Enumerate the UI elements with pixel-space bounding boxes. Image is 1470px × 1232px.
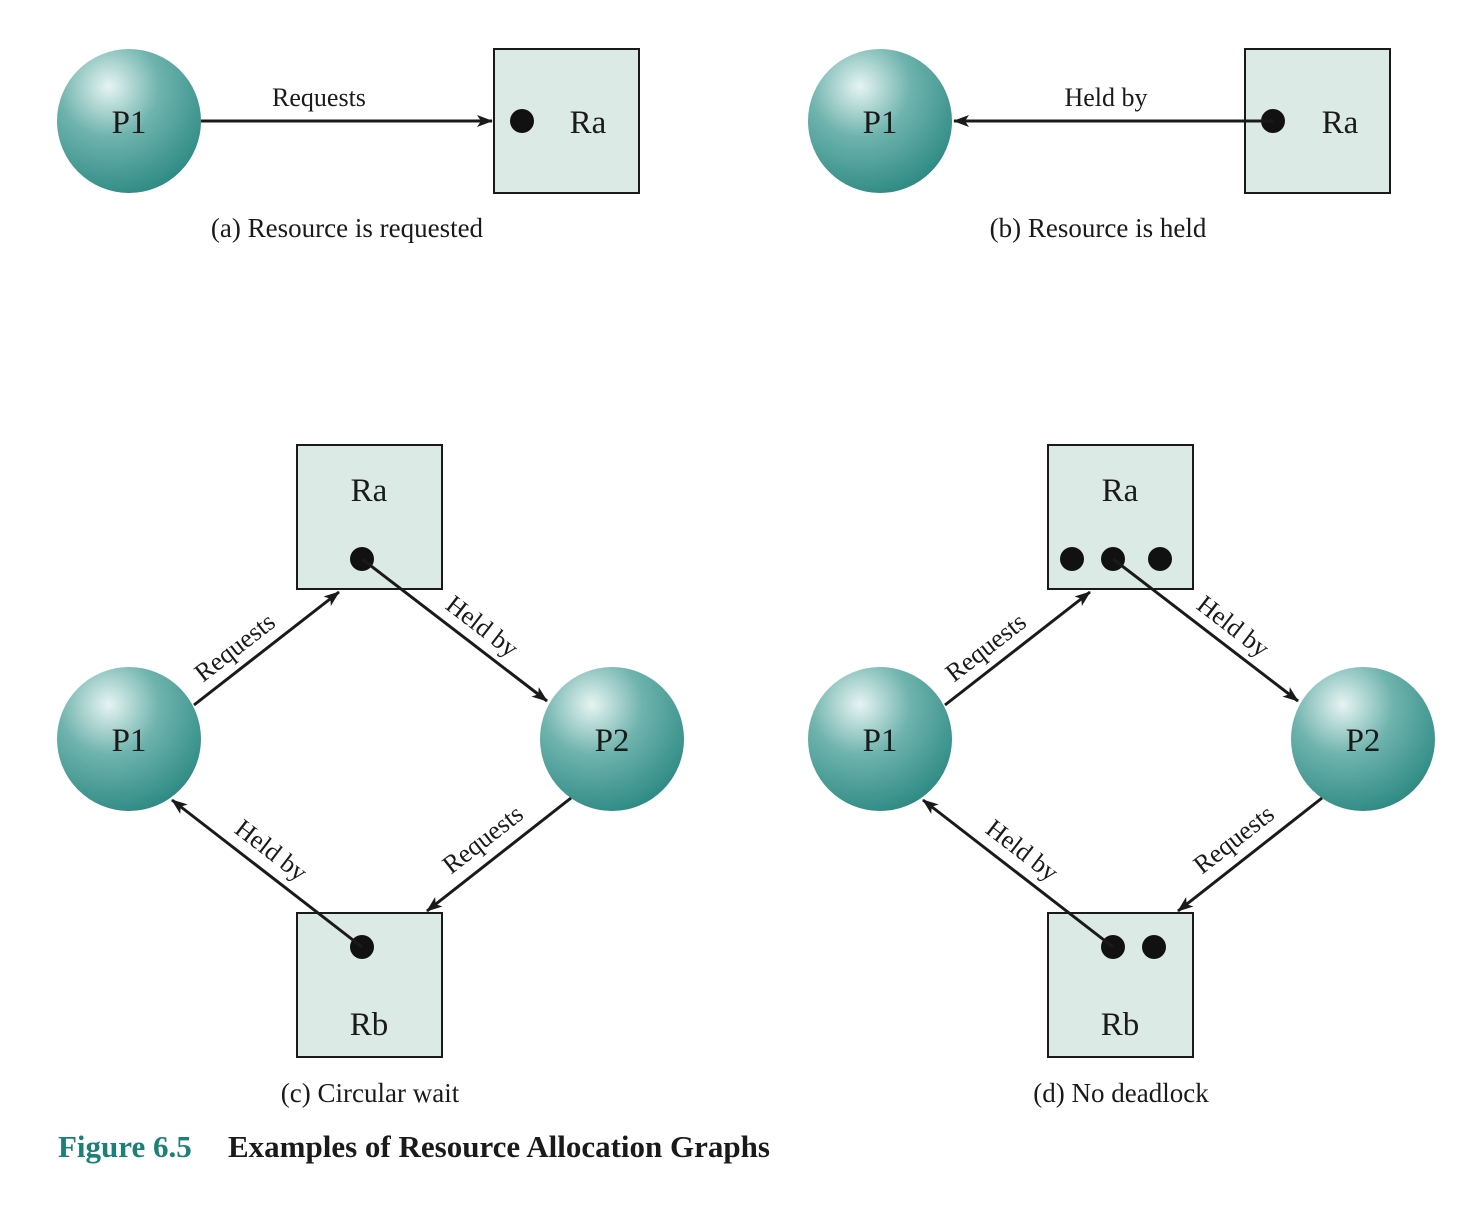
resource-node-rb — [1047, 912, 1194, 1058]
process-node-p1 — [808, 667, 952, 811]
panel-c: Ra Rb P1 P2 Requests Held by Requests He… — [57, 444, 684, 1108]
resource-label-ra: Ra — [1102, 473, 1139, 509]
resource-instance-dot — [1060, 547, 1084, 571]
panel-d: Ra Rb P1 P2 Requests Held by Requests He… — [808, 444, 1435, 1108]
request-edge-p1-ra — [193, 590, 340, 707]
panel-b: P1 Ra Held by (b) Resource is held — [808, 48, 1391, 243]
figure-caption: Figure 6.5 Examples of Resource Allocati… — [58, 1129, 770, 1164]
resource-label-rb: Rb — [350, 1007, 389, 1043]
held-by-edge-rb-p1 — [171, 798, 363, 949]
process-label: P1 — [863, 105, 898, 141]
request-edge-label: Requests — [272, 83, 366, 112]
resource-instance-dot — [1148, 547, 1172, 571]
resource-label-rb: Rb — [1101, 1007, 1140, 1043]
process-label-p2: P2 — [595, 723, 630, 759]
resource-instance-dot — [510, 109, 534, 133]
resource-label: Ra — [570, 105, 607, 141]
process-node-p1 — [808, 49, 952, 193]
request-edge-p1-ra — [944, 590, 1091, 707]
process-label-p2: P2 — [1346, 723, 1381, 759]
resource-label: Ra — [1322, 105, 1359, 141]
figure-number: Figure 6.5 — [58, 1129, 192, 1164]
resource-label-ra: Ra — [351, 473, 388, 509]
panel-caption: (d) No deadlock — [1033, 1078, 1209, 1108]
held-by-edge-label: Held by — [1064, 83, 1147, 112]
process-node-p2 — [1291, 667, 1435, 811]
request-edge-p2-rb — [1177, 796, 1323, 913]
held-by-edge-ra-p2 — [1112, 557, 1299, 703]
request-edge-p2-rb — [426, 796, 572, 913]
figure-title: Examples of Resource Allocation Graphs — [228, 1129, 770, 1164]
process-label-p1: P1 — [863, 723, 898, 759]
process-node-p1 — [57, 667, 201, 811]
held-by-edge-rb-p1 — [922, 798, 1114, 949]
process-node-p1 — [57, 49, 201, 193]
resource-instance-dot — [1142, 935, 1166, 959]
panel-a: P1 Ra Requests (a) Resource is requested — [57, 48, 640, 243]
process-label: P1 — [112, 105, 147, 141]
process-node-p2 — [540, 667, 684, 811]
panel-caption: (c) Circular wait — [281, 1078, 460, 1108]
panel-caption: (a) Resource is requested — [211, 213, 484, 243]
resource-node-rb — [296, 912, 443, 1058]
process-label-p1: P1 — [112, 723, 147, 759]
held-by-edge-ra-p2 — [361, 557, 548, 703]
panel-caption: (b) Resource is held — [990, 213, 1207, 243]
